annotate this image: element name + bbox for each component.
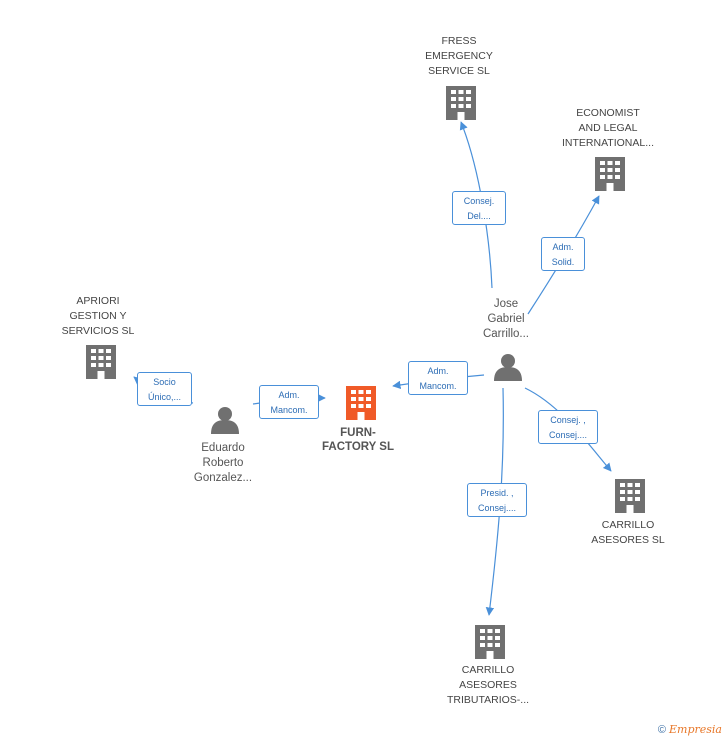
node-label-apriori[interactable]: APRIORI GESTION Y SERVICIOS SL	[61, 295, 135, 337]
edge-label-jose-fress[interactable]: Consej. Del....	[452, 191, 506, 225]
node-label-carrillo-asesores[interactable]: CARRILLO ASESORES SL	[591, 519, 665, 546]
edge-label-jose-carrillo-asesores[interactable]: Consej. , Consej....	[538, 410, 598, 444]
brand-name: Empresia	[669, 723, 722, 736]
fress-building-icon[interactable]	[446, 86, 476, 120]
edge-label-eduardo-furn[interactable]: Adm. Mancom.	[259, 385, 319, 419]
node-label-economist[interactable]: ECONOMIST AND LEGAL INTERNATIONAL...	[562, 107, 654, 149]
copyright-symbol: ©	[657, 724, 666, 736]
node-label-furn[interactable]: FURN- FACTORY SL	[322, 427, 394, 453]
node-label-jose[interactable]: Jose Gabriel Carrillo...	[482, 298, 529, 340]
jose-person-icon[interactable]	[494, 354, 522, 381]
carrillo-asesores-building-icon[interactable]	[615, 479, 645, 513]
carrillo-tributarios-building-icon[interactable]	[475, 625, 505, 659]
furn-building-icon[interactable]	[346, 386, 376, 420]
footer-credit[interactable]: © Empresia	[658, 723, 722, 736]
node-label-carrillo-tributarios[interactable]: CARRILLO ASESORES TRIBUTARIOS-...	[446, 664, 530, 706]
economist-building-icon[interactable]	[595, 157, 625, 191]
node-label-fress[interactable]: FRESS EMERGENCY SERVICE SL	[425, 35, 493, 77]
node-label-eduardo[interactable]: Eduardo Roberto Gonzalez...	[193, 442, 253, 484]
edge-label-eduardo-apriori[interactable]: Socio Único,...	[137, 372, 192, 406]
edge-label-jose-economist[interactable]: Adm. Solid.	[541, 237, 585, 271]
apriori-building-icon[interactable]	[86, 345, 116, 379]
eduardo-person-icon[interactable]	[211, 407, 239, 434]
edge-label-jose-furn[interactable]: Adm. Mancom.	[408, 361, 468, 395]
edge-label-jose-carrillo-tributarios[interactable]: Presid. , Consej....	[467, 483, 527, 517]
